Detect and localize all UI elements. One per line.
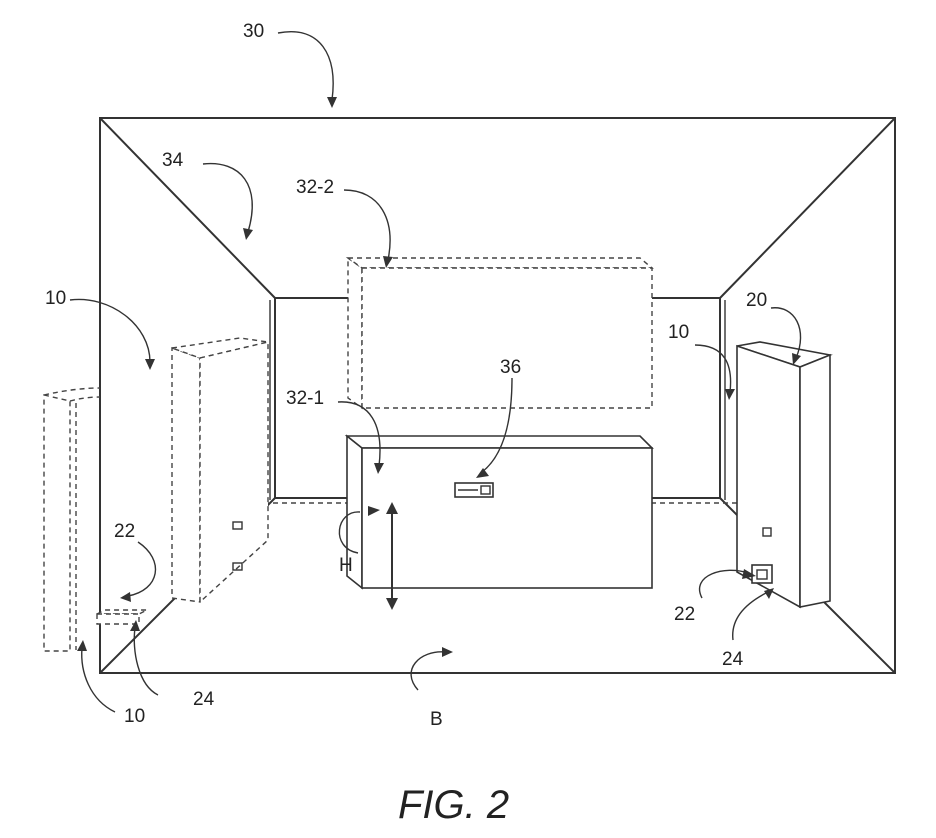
label-display-far: 32-2 bbox=[296, 177, 334, 198]
label-height: H bbox=[339, 555, 353, 576]
label-mount-left: 24 bbox=[193, 689, 215, 710]
label-device: 36 bbox=[500, 357, 521, 378]
label-wall: 34 bbox=[162, 150, 184, 171]
display-32-2 bbox=[348, 258, 652, 408]
label-unit-right: 10 bbox=[668, 322, 689, 343]
corner-line-top-left bbox=[100, 118, 275, 298]
device-36 bbox=[455, 483, 493, 497]
speaker-20 bbox=[737, 342, 830, 607]
left-sensor bbox=[97, 610, 147, 624]
label-display-near: 32-1 bbox=[286, 388, 324, 409]
label-unit-left-upper: 10 bbox=[45, 288, 66, 309]
label-floor: B bbox=[430, 709, 443, 730]
figure-caption: FIG. 2 bbox=[398, 783, 509, 827]
left-unit-lower bbox=[44, 388, 100, 651]
left-unit-upper bbox=[172, 338, 268, 602]
label-speaker: 20 bbox=[746, 290, 767, 311]
label-sensor-right: 22 bbox=[674, 604, 695, 625]
label-sensor-left: 22 bbox=[114, 521, 135, 542]
right-sensor bbox=[752, 565, 772, 583]
label-unit-left-lower: 10 bbox=[124, 706, 145, 727]
label-mount-right: 24 bbox=[722, 649, 744, 670]
corner-line-top-right bbox=[720, 118, 895, 298]
label-room: 30 bbox=[243, 21, 264, 42]
